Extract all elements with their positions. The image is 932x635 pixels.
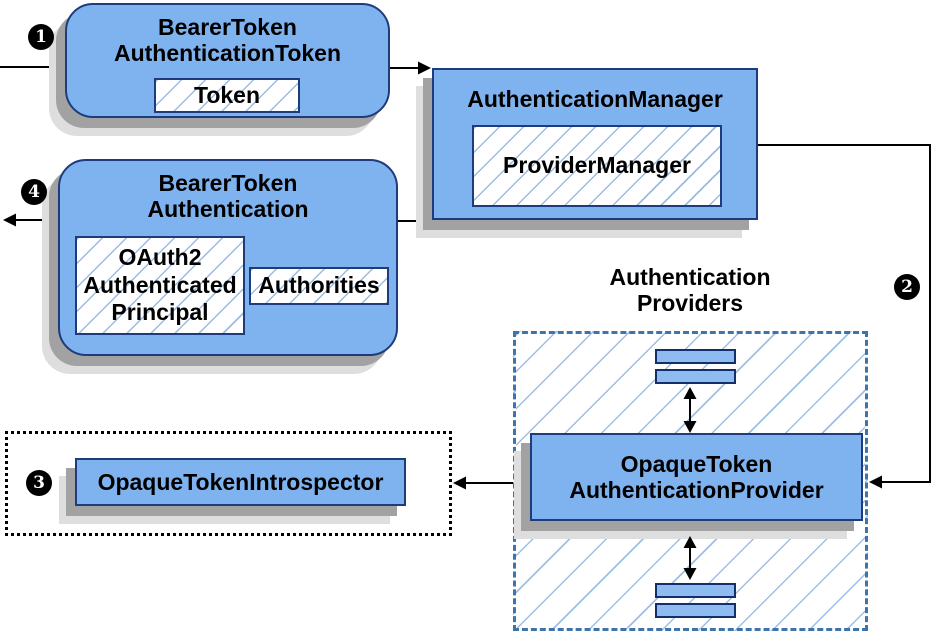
oauth2-authenticated-principal-label: OAuth2 Authenticated Principal xyxy=(83,244,237,326)
arrowhead-left-icon xyxy=(453,476,466,490)
step-3-badge: 3 xyxy=(26,470,52,496)
bearer-token-authentication-node: BearerToken Authentication OAuth2 Authen… xyxy=(58,159,398,356)
authentication-providers-container: OpaqueToken AuthenticationProvider xyxy=(513,331,868,631)
arrowhead-up-icon xyxy=(683,536,697,548)
provider-placeholder-bar-bottom-2 xyxy=(655,603,736,618)
opaque-token-introspector-label: OpaqueTokenIntrospector xyxy=(97,468,384,495)
step-2-badge: 2 xyxy=(894,274,920,300)
authentication-providers-title: Authentication Providers xyxy=(609,264,771,317)
authentication-manager-node: AuthenticationManager ProviderManager xyxy=(432,68,758,220)
step-3-number: 3 xyxy=(33,473,45,493)
arrowhead-down-icon xyxy=(683,421,697,433)
opaque-token-introspector-node: OpaqueTokenIntrospector xyxy=(75,458,406,506)
bearer-token-authentication-token-node: BearerToken AuthenticationToken Token xyxy=(65,3,390,118)
token-label: Token xyxy=(193,81,261,108)
authentication-manager-title: AuthenticationManager xyxy=(467,86,723,112)
arrowhead-down-icon xyxy=(683,568,697,580)
step-4-badge: 4 xyxy=(21,179,47,205)
step-4-number: 4 xyxy=(28,182,40,202)
step-1-badge: 1 xyxy=(28,24,54,50)
token-box: Token xyxy=(154,78,300,113)
provider-placeholder-bar-top-2 xyxy=(655,369,736,384)
arrowhead-up-icon xyxy=(683,387,697,399)
arrowhead-right-icon xyxy=(418,61,431,75)
authorities-box: Authorities xyxy=(249,267,389,305)
provider-manager-box: ProviderManager xyxy=(472,125,722,207)
bearer-token-authentication-title: BearerToken Authentication xyxy=(147,170,309,222)
line-step2-manager-to-provider xyxy=(758,144,931,483)
arrowhead-left-icon xyxy=(869,475,882,489)
bearer-token-authentication-token-title: BearerToken AuthenticationToken xyxy=(113,14,341,66)
provider-manager-label: ProviderManager xyxy=(503,152,691,179)
provider-placeholder-bar-bottom-1 xyxy=(655,583,736,598)
authorities-label: Authorities xyxy=(258,272,380,299)
step-2-number: 2 xyxy=(901,277,913,297)
oauth2-authenticated-principal-box: OAuth2 Authenticated Principal xyxy=(75,236,245,335)
step-1-number: 1 xyxy=(35,27,47,47)
arrowhead-left-icon xyxy=(3,213,16,227)
opaque-token-authentication-provider-label: OpaqueToken AuthenticationProvider xyxy=(569,450,824,503)
introspector-dotted-container: OpaqueTokenIntrospector xyxy=(5,431,452,536)
provider-placeholder-bar-top-1 xyxy=(655,349,736,364)
opaque-token-authentication-provider-node: OpaqueToken AuthenticationProvider xyxy=(530,433,863,521)
